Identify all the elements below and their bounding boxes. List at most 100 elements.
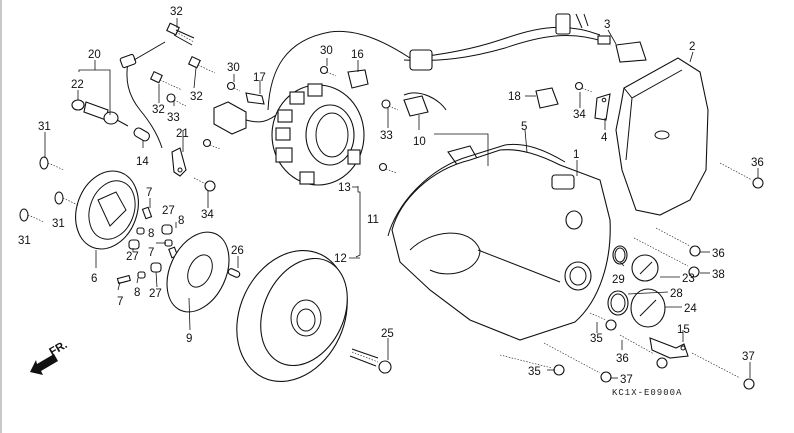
stator[interactable] [271, 83, 365, 186]
callout-38[interactable]: 38 [712, 269, 725, 281]
bolt-33[interactable] [166, 93, 187, 107]
bolt-33-right[interactable] [381, 99, 399, 111]
callout-27[interactable]: 27 [126, 251, 139, 263]
o-ring-29[interactable] [612, 245, 628, 265]
callout-6[interactable]: 6 [91, 273, 97, 285]
callout-33[interactable]: 33 [380, 130, 393, 142]
o-ring-28[interactable] [607, 290, 629, 316]
bolt-30-top[interactable] [319, 65, 337, 77]
callout-37[interactable]: 37 [742, 351, 755, 363]
callout-23[interactable]: 23 [682, 273, 695, 285]
callout-28[interactable]: 28 [670, 288, 683, 300]
clamp-15[interactable] [649, 337, 689, 359]
plunger-8-a[interactable] [136, 227, 145, 235]
plunger-8-b[interactable] [164, 239, 173, 247]
callout-10[interactable]: 10 [413, 136, 426, 148]
bolt-31-a[interactable] [39, 156, 65, 171]
wire-guide-16[interactable] [347, 69, 369, 89]
callout-27[interactable]: 27 [149, 288, 162, 300]
callout-9[interactable]: 9 [186, 333, 192, 345]
crankcase-cover[interactable] [387, 143, 611, 341]
callout-34[interactable]: 34 [573, 109, 586, 121]
callout-5[interactable]: 5 [521, 121, 527, 133]
callout-31[interactable]: 31 [38, 121, 51, 133]
flywheel[interactable] [216, 232, 368, 399]
bolt-37-right[interactable] [691, 352, 755, 390]
callout-7[interactable]: 7 [148, 247, 154, 259]
callout-8[interactable]: 8 [178, 215, 184, 227]
flywheel-bolt-25[interactable] [349, 348, 392, 374]
pulse-sensor-cable[interactable] [119, 41, 166, 149]
wire-harness[interactable] [267, 13, 611, 111]
bolt-small-mid[interactable] [378, 162, 398, 174]
bolt-32-right[interactable] [187, 55, 216, 74]
clip-3[interactable] [615, 41, 647, 63]
callout-29[interactable]: 29 [612, 274, 625, 286]
callout-7[interactable]: 7 [146, 187, 152, 199]
callout-2[interactable]: 2 [689, 41, 695, 53]
callout-3[interactable]: 3 [604, 19, 610, 31]
crankshaft-cap-24[interactable] [630, 288, 666, 328]
callout-30[interactable]: 30 [227, 62, 240, 74]
bolt-36-mid[interactable] [655, 227, 701, 257]
callout-24[interactable]: 24 [684, 303, 697, 315]
spring-7-a[interactable] [141, 206, 153, 220]
roller-27-c[interactable] [150, 262, 162, 273]
callout-34[interactable]: 34 [201, 209, 214, 221]
callout-31[interactable]: 31 [52, 218, 65, 230]
callout-25[interactable]: 25 [381, 328, 394, 340]
callout-32[interactable]: 32 [170, 6, 183, 18]
callout-12[interactable]: 12 [334, 253, 347, 265]
starter-plate[interactable] [155, 222, 241, 322]
bolt-small-left[interactable] [202, 138, 221, 150]
neutral-switch[interactable] [71, 99, 129, 127]
callout-37[interactable]: 37 [620, 374, 633, 386]
callout-36[interactable]: 36 [712, 248, 725, 260]
sprocket-cover[interactable] [615, 57, 709, 216]
clamp-17[interactable] [245, 92, 265, 105]
bolt-37-left[interactable] [543, 342, 612, 383]
bolt-32-top[interactable] [166, 22, 195, 46]
pin-26[interactable] [227, 268, 241, 279]
callout-33[interactable]: 33 [167, 112, 180, 124]
bolt-32-mid[interactable] [149, 70, 183, 91]
bolt-34-right[interactable] [574, 81, 593, 93]
callout-14[interactable]: 14 [136, 156, 149, 168]
roller-27-b[interactable] [161, 224, 173, 235]
callout-32[interactable]: 32 [190, 91, 203, 103]
callout-7[interactable]: 7 [117, 296, 123, 308]
callout-35[interactable]: 35 [528, 366, 541, 378]
callout-27[interactable]: 27 [162, 205, 175, 217]
callout-18[interactable]: 18 [508, 91, 521, 103]
plate-4[interactable] [594, 93, 611, 121]
callout-11[interactable]: 11 [367, 214, 379, 226]
plunger-8-c[interactable] [137, 271, 146, 279]
bolt-36-low[interactable] [619, 334, 668, 369]
callout-31[interactable]: 31 [18, 235, 31, 247]
pulse-pickup-10[interactable] [403, 92, 447, 117]
bolt-31-b[interactable] [54, 191, 79, 206]
pulse-generator[interactable] [213, 101, 281, 135]
callout-35[interactable]: 35 [590, 333, 603, 345]
callout-30[interactable]: 30 [320, 45, 333, 57]
callout-1[interactable]: 1 [573, 149, 579, 161]
bolt-38[interactable] [633, 237, 700, 278]
callout-21[interactable]: 21 [176, 128, 189, 140]
callout-36[interactable]: 36 [616, 353, 629, 365]
callout-17[interactable]: 17 [253, 72, 266, 84]
callout-20[interactable]: 20 [88, 49, 101, 61]
callout-8[interactable]: 8 [134, 287, 140, 299]
stay-21[interactable] [171, 147, 187, 177]
callout-8[interactable]: 8 [148, 228, 154, 240]
callout-26[interactable]: 26 [231, 245, 244, 257]
callout-16[interactable]: 16 [351, 49, 364, 61]
callout-13[interactable]: 13 [338, 182, 351, 194]
bolt-34-left[interactable] [193, 177, 216, 192]
callout-32[interactable]: 32 [152, 104, 165, 116]
spring-7-c[interactable] [116, 274, 131, 285]
clamp-18[interactable] [535, 87, 559, 109]
timing-cap-23[interactable] [631, 254, 659, 282]
callout-22[interactable]: 22 [71, 79, 84, 91]
bolt-35-short[interactable] [589, 312, 617, 331]
callout-36[interactable]: 36 [751, 157, 764, 169]
